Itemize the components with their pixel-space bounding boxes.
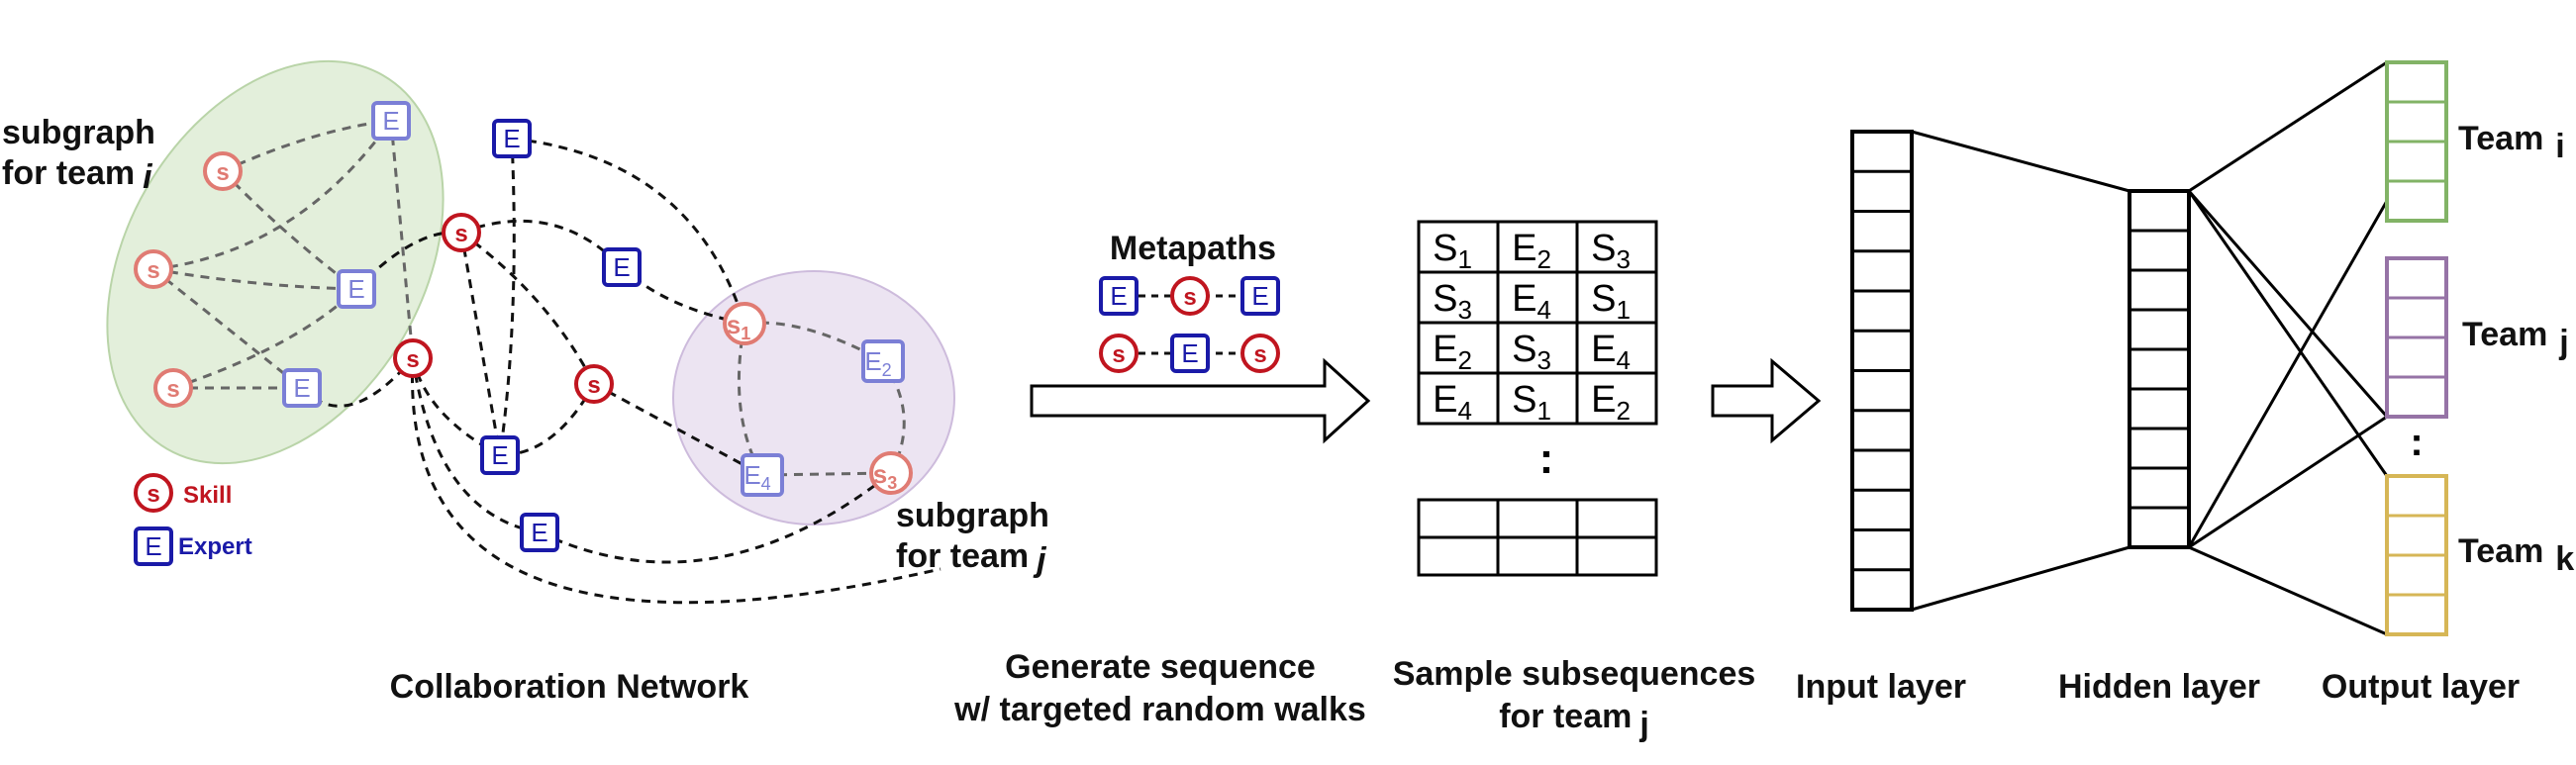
skill-node: s [1240,334,1280,373]
svg-text:s: s [216,159,229,186]
caption-sample-line1: Sample subsequences [1393,655,1756,693]
skill-node: s [1170,276,1210,316]
teams-ellipsis: : [2410,421,2423,464]
svg-text:E: E [503,124,520,153]
skill-node-s1: s1 [723,302,766,345]
generate-arrow [1030,357,1371,444]
svg-text:E: E [347,274,364,304]
skill-node: s [203,151,243,191]
expert-node-e4: E4 [741,453,784,497]
subgraph-i-line1: subgraph [2,114,155,151]
svg-text:s1: s1 [727,310,750,343]
expert-node: E [282,368,322,408]
expert-node: E [480,435,520,475]
svg-text:s: s [1183,284,1196,311]
hidden-layer-cells [2130,229,2189,510]
caption-output-layer: Output layer [2322,668,2520,706]
legend: s Skill E Expert [134,473,252,566]
expert-node: E [520,513,559,552]
svg-text:s: s [587,372,600,399]
legend-skill-label: Skill [183,482,232,509]
svg-text:s: s [454,221,467,247]
svg-text:E: E [1181,338,1198,368]
subgraph-j-line1: subgraph [896,497,1049,534]
legend-expert-label: Expert [178,533,252,560]
connection-lines [1911,60,2389,636]
expert-node: E [1240,276,1280,316]
table-cell: S3 [1433,278,1472,325]
svg-text:E: E [1251,281,1268,311]
expert-node: E [1099,276,1139,316]
svg-text:E4: E4 [743,460,770,494]
team-j-subgraph-region [672,270,955,526]
svg-text:s: s [147,481,159,508]
svg-text:E: E [145,531,161,561]
expert-node: E [492,119,532,158]
caption-collaboration-network: Collaboration Network [390,668,749,706]
input-layer-cells [1852,169,1912,572]
expert-node: E [602,247,642,287]
expert-node: E [371,101,411,141]
svg-text:E: E [531,518,547,547]
svg-text:E: E [491,440,508,470]
caption-input-layer: Input layer [1796,668,1966,706]
hidden-layer [2128,189,2191,549]
svg-text:s3: s3 [873,459,897,493]
collaboration-network: s s s s s s s1 s3 E E E E E E E E2 E4 su… [2,59,1049,605]
legend-expert-icon: E [134,526,173,566]
caption-generate-line1: Generate sequence [1005,648,1316,686]
table-cell: S3 [1591,228,1631,274]
skill-node: s [393,338,433,378]
table-cell: E4 [1433,379,1472,426]
skill-node: s [574,364,614,404]
svg-text:E: E [293,373,310,403]
skill-node: s [153,368,193,408]
sample-arrow [1711,357,1822,444]
svg-text:s: s [406,346,419,373]
skill-node: s [1099,334,1139,373]
table-cell: E2 [1591,379,1631,426]
svg-text:s: s [147,257,159,284]
table-cell: E2 [1433,329,1472,375]
table-cell: S1 [1512,379,1551,426]
caption-generate-line2: w/ targeted random walks [953,691,1366,728]
svg-text:E2: E2 [864,346,891,380]
captions: Collaboration Network Generate sequence … [390,648,2520,743]
skill-node: s [134,249,173,289]
table-cell: S1 [1433,228,1472,274]
table-ellipsis: : [1539,434,1554,483]
team-i-subgraph-region [106,59,445,465]
table-cell: E2 [1512,228,1551,274]
caption-hidden-layer: Hidden layer [2058,668,2260,706]
svg-text:E: E [1110,281,1127,311]
table-cell: E4 [1512,278,1551,325]
expert-node-e2: E2 [861,339,905,383]
expert-node: E [337,269,376,309]
skill-node: s [442,213,481,252]
table-cell: S3 [1512,329,1551,375]
svg-text:E: E [382,106,399,136]
skill-node-s3: s3 [869,451,913,495]
metapaths-title: Metapaths [1110,230,1276,267]
svg-text:s: s [166,376,179,403]
table-cell: S1 [1591,278,1631,325]
svg-text:s: s [1253,341,1266,368]
expert-node: E [1170,334,1210,373]
svg-text:E: E [613,252,630,282]
svg-text:s: s [1112,341,1125,368]
legend-skill-icon: s [134,473,173,513]
metapaths: Metapaths E s E s E s [1099,230,1280,373]
table-cell: E4 [1591,329,1631,375]
